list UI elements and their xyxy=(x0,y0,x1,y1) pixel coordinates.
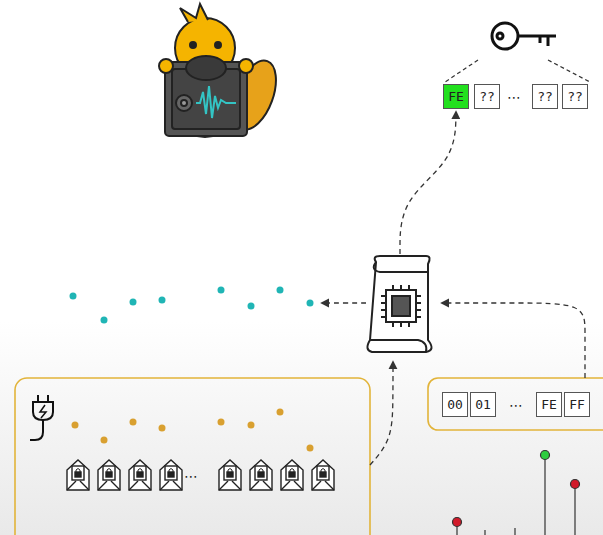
byte-box: FE xyxy=(536,392,562,417)
measurement-panel xyxy=(15,378,370,535)
byte-value: 00 xyxy=(447,398,463,411)
key-guess-panel xyxy=(428,378,603,430)
byte-box: 01 xyxy=(470,392,496,417)
trace-dot xyxy=(130,419,137,426)
byte-value: FF xyxy=(569,398,585,411)
trace-dot xyxy=(159,297,166,304)
flow-arrow xyxy=(400,112,456,254)
trace-dot xyxy=(72,422,79,429)
trace-dot xyxy=(159,425,166,432)
trace-dot xyxy=(70,293,77,300)
flow-arrow xyxy=(442,303,585,378)
byte-box: FE xyxy=(443,84,469,109)
key-icon xyxy=(492,23,556,49)
envelope-icon xyxy=(250,460,272,490)
byte-value: ?? xyxy=(479,90,495,103)
trace-dot xyxy=(307,300,314,307)
byte-value: ?? xyxy=(567,90,583,103)
trace-dot xyxy=(248,422,255,429)
trace-dot xyxy=(277,287,284,294)
trace-dot xyxy=(277,409,284,416)
envelope-icon xyxy=(312,460,334,490)
byte-box: 00 xyxy=(442,392,468,417)
power-plug-icon xyxy=(30,395,53,440)
score-lollipops xyxy=(453,451,580,535)
trace-dot xyxy=(218,419,225,426)
flow-arrow xyxy=(370,362,393,465)
trace-dot xyxy=(101,437,108,444)
byte-box: ?? xyxy=(474,84,500,109)
envelope-icon xyxy=(67,460,89,490)
trace-dot xyxy=(130,299,137,306)
byte-box: ?? xyxy=(532,84,558,109)
trace-dot xyxy=(218,287,225,294)
trace-dot xyxy=(101,317,108,324)
envelope-icon xyxy=(129,460,151,490)
byte-value: 01 xyxy=(475,398,491,411)
ellipsis: ⋯ xyxy=(184,469,198,483)
envelope-icon xyxy=(281,460,303,490)
byte-value: FE xyxy=(541,398,557,411)
envelope-icon xyxy=(160,460,182,490)
platypus-mascot xyxy=(159,4,284,137)
byte-value: ?? xyxy=(537,90,553,103)
byte-box: FF xyxy=(564,392,590,417)
byte-value: FE xyxy=(448,90,464,103)
trace-dot xyxy=(248,303,255,310)
program-scroll xyxy=(367,256,431,352)
envelope-icon xyxy=(98,460,120,490)
leader-line xyxy=(445,60,590,82)
encrypted-message xyxy=(67,460,334,490)
byte-box: ?? xyxy=(562,84,588,109)
power-trace xyxy=(72,409,314,452)
ellipsis: ⋯ xyxy=(507,90,521,104)
trace-dot xyxy=(307,445,314,452)
output-trace xyxy=(70,287,314,324)
ellipsis: ⋯ xyxy=(509,398,523,412)
data-flow xyxy=(322,112,585,465)
flow-arrow xyxy=(322,302,366,303)
envelope-icon xyxy=(219,460,241,490)
